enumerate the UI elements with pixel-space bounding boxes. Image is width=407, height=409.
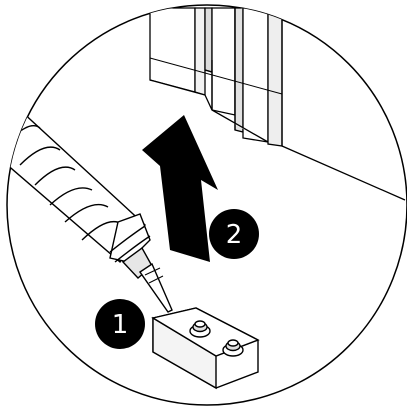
machine-housing bbox=[149, 7, 406, 201]
grease-fitting-block-icon bbox=[151, 307, 260, 390]
step-number-1: 1 bbox=[112, 310, 129, 340]
step-number-2: 2 bbox=[226, 220, 243, 250]
arrow-up-icon bbox=[142, 115, 218, 262]
step-badge-1: 1 bbox=[95, 299, 145, 349]
step-badge-2: 2 bbox=[209, 209, 259, 259]
